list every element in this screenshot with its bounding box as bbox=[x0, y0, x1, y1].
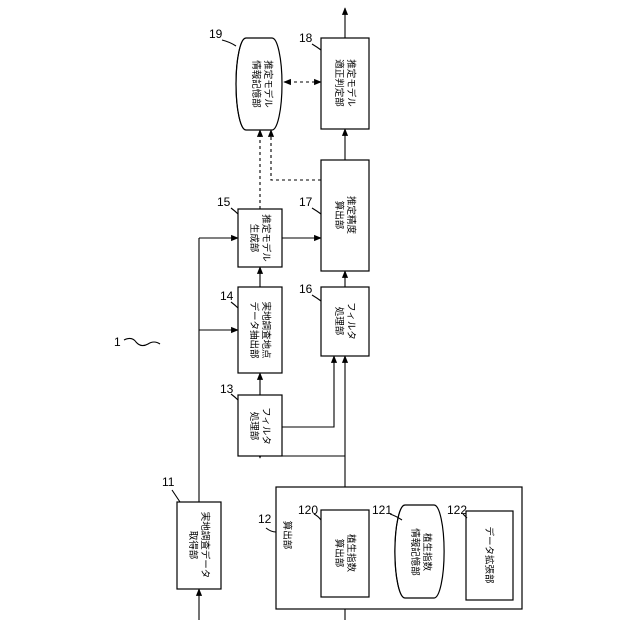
block-16-leader bbox=[312, 295, 321, 301]
block-18-leader bbox=[312, 44, 321, 50]
block-16-filter-processing: フィルタ 処理部 16 bbox=[299, 282, 369, 356]
block-121-ref: 121 bbox=[372, 503, 392, 517]
block-122-line1: データ拡張部 bbox=[483, 526, 495, 583]
block-13-leader bbox=[231, 394, 238, 400]
block-121-line1: 植生指数 bbox=[421, 533, 433, 572]
block-19-line1: 推定モデル bbox=[262, 60, 274, 108]
block-19-line2: 情報記憶部 bbox=[250, 60, 262, 108]
block-12-leader bbox=[266, 528, 276, 532]
block-19-leader bbox=[222, 40, 236, 46]
block-14-line1: 実地調査地点 bbox=[260, 301, 272, 359]
block-16-line1: フィルタ bbox=[345, 302, 356, 340]
block-14-line2: データ抽出部 bbox=[248, 301, 260, 358]
block-18-model-suitability-judgement: 推定モデル 適正判定部 18 bbox=[299, 31, 369, 129]
block-16-ref: 16 bbox=[299, 282, 313, 296]
block-18-line1: 推定モデル bbox=[345, 59, 357, 107]
block-18-ref: 18 bbox=[299, 31, 313, 45]
block-15-model-generation: 推定モデル 生成部 15 bbox=[217, 195, 282, 267]
block-18-line2: 適正判定部 bbox=[333, 59, 345, 107]
block-17-line2: 算出部 bbox=[333, 201, 345, 230]
system-ref-label: 1 bbox=[114, 335, 121, 349]
block-14-ref: 14 bbox=[220, 289, 234, 303]
block-13-filter-processing: フィルタ 処理部 13 bbox=[220, 382, 282, 456]
block-11-survey-data-acquisition: 実地調査データ 取得部 11 bbox=[162, 475, 221, 589]
block-120-line1: 植生指数 bbox=[345, 534, 357, 573]
block-12-ref: 12 bbox=[258, 512, 272, 526]
block-19-ref: 19 bbox=[209, 27, 223, 41]
block-14-leader bbox=[231, 302, 238, 308]
block-19-model-info-storage: 推定モデル 情報記憶部 19 bbox=[209, 27, 282, 130]
block-15-line2: 生成部 bbox=[248, 224, 260, 253]
block-11-line1: 実地調査データ bbox=[199, 512, 211, 579]
block-120-line2: 算出部 bbox=[333, 539, 345, 568]
block-16-line2: 処理部 bbox=[333, 307, 345, 336]
block-11-ref: 11 bbox=[162, 475, 175, 489]
block-13-line1: フィルタ bbox=[260, 407, 271, 445]
block-13-line2: 処理部 bbox=[248, 412, 260, 441]
system-reference: 1 bbox=[114, 335, 160, 349]
block-17-ref: 17 bbox=[299, 195, 313, 209]
block-17-line1: 推定精度 bbox=[345, 196, 357, 235]
system-ref-leader bbox=[124, 338, 160, 345]
block-17-leader bbox=[312, 208, 321, 214]
block-17-accuracy-calculation: 推定精度 算出部 17 bbox=[299, 160, 369, 271]
block-15-leader bbox=[231, 208, 238, 214]
block-12-title: 算出部 bbox=[281, 521, 293, 550]
arrow-13-to-16 bbox=[282, 356, 334, 427]
block-15-ref: 15 bbox=[217, 195, 231, 209]
dashed-17-to-19 bbox=[271, 130, 321, 180]
block-11-line2: 取得部 bbox=[187, 531, 199, 560]
block-121-line2: 情報記憶部 bbox=[409, 528, 421, 576]
block-15-line1: 推定モデル bbox=[260, 214, 272, 262]
block-11-leader bbox=[172, 490, 180, 502]
